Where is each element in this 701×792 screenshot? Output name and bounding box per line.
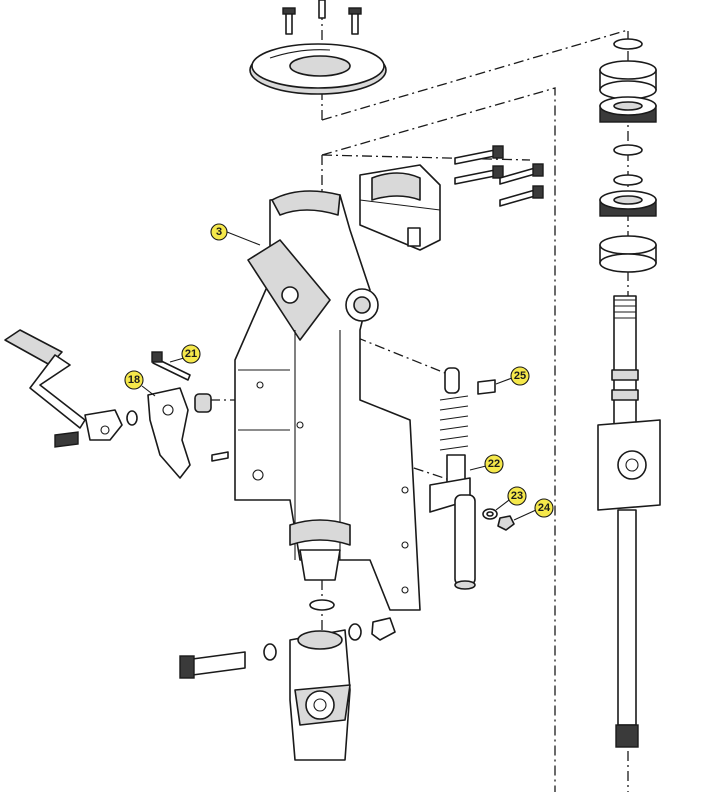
callout-23-label: 23 xyxy=(511,490,523,502)
callout-25-marker xyxy=(510,366,530,386)
callout-18-label: 18 xyxy=(128,374,140,386)
callouts: 3 18 21 22 23 24 25 xyxy=(124,223,554,521)
callout-22: 22 xyxy=(469,454,504,474)
callout-21-marker xyxy=(181,344,201,364)
callout-3: 3 xyxy=(210,223,261,246)
lever-assembly xyxy=(126,351,229,479)
crank-handle xyxy=(4,329,123,448)
callout-24-label: 24 xyxy=(538,502,551,514)
callout-23: 23 xyxy=(495,486,527,511)
mounting-plate xyxy=(249,0,387,95)
lower-yoke xyxy=(179,599,396,761)
callout-25: 25 xyxy=(495,366,530,386)
callout-21: 21 xyxy=(169,344,201,364)
clamp-block xyxy=(359,145,544,251)
callout-18-marker xyxy=(124,370,144,390)
callout-21-label: 21 xyxy=(185,348,197,360)
spring-actuator xyxy=(429,367,515,590)
main-bracket xyxy=(234,190,421,611)
steering-shaft xyxy=(597,38,661,748)
callout-22-label: 22 xyxy=(488,458,500,470)
callout-3-label: 3 xyxy=(216,226,222,238)
callout-24-marker xyxy=(534,498,554,518)
callout-3-marker xyxy=(210,223,228,241)
callout-18: 18 xyxy=(124,370,156,397)
callout-24: 24 xyxy=(513,498,554,521)
callout-25-label: 25 xyxy=(514,370,526,382)
clamp-bolts xyxy=(454,145,544,207)
callout-22-marker xyxy=(484,454,504,474)
callout-23-marker xyxy=(507,486,527,506)
